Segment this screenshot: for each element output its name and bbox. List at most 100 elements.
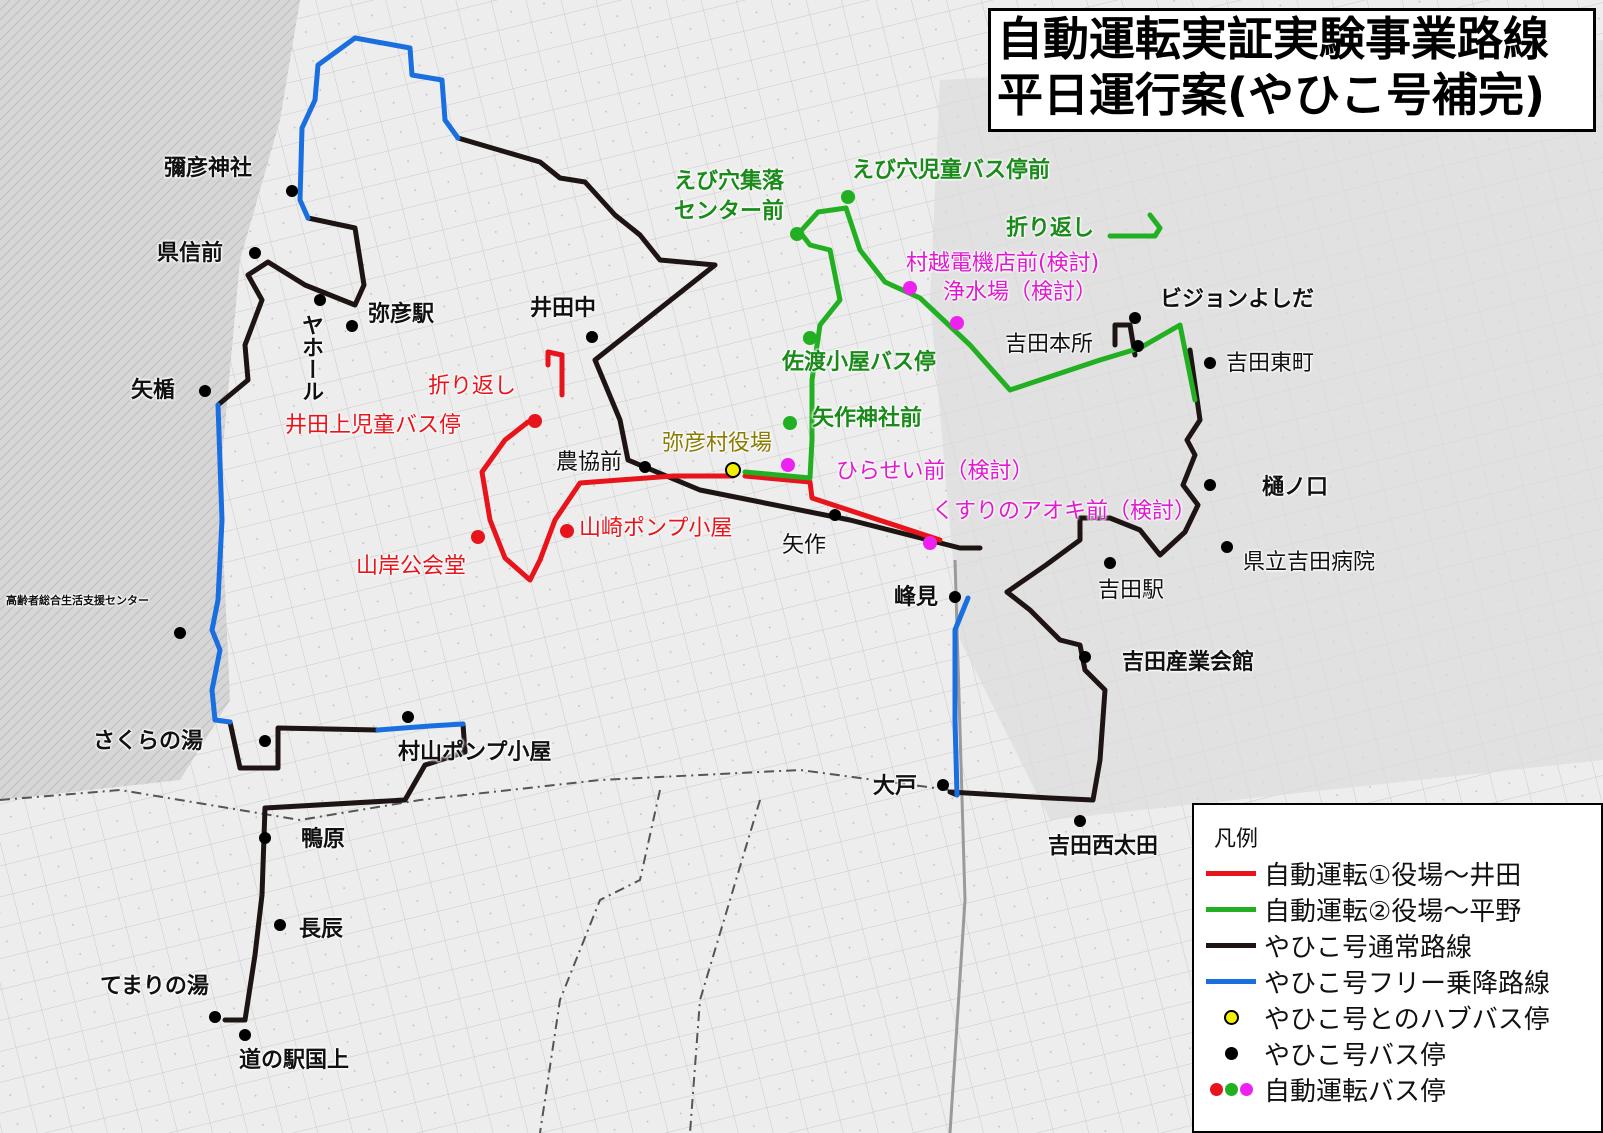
stop-kusuri-aoki: [923, 536, 937, 550]
legend-item-free: やひこ号フリー乗降路線: [1204, 963, 1550, 999]
label-nagatatsu: 長辰: [299, 917, 344, 942]
legend-label: 自動運転②役場～平野: [1264, 896, 1522, 927]
label-sado-koya: 佐渡小屋バス停: [782, 350, 937, 375]
legend-swatch-hub-dot: [1223, 1009, 1239, 1025]
legend: 凡例 自動運転①役場～井田 自動運転②役場～平野 やひこ号通常路線 やひこ号フリ…: [1192, 803, 1603, 1133]
auto-candidate-stops: [781, 281, 964, 550]
label-hirasei: ひらせい前（検討）: [836, 459, 1034, 484]
label-murayama-pump: 村山ポンプ小屋: [398, 740, 552, 765]
label-vision-yoshida: ビジョンよしだ: [1160, 287, 1315, 312]
stop-murayama: [402, 711, 414, 723]
legend-item-auto-2: 自動運転②役場～平野: [1204, 891, 1521, 927]
label-sakura-no-yu: さくらの湯: [93, 729, 204, 754]
legend-swatch-black-dot: [1224, 1046, 1238, 1060]
label-orikaeshi-red: 折り返し: [428, 374, 517, 399]
stop-yasaku: [829, 509, 841, 521]
stop-yamagishi: [471, 530, 485, 544]
legend-title: 凡例: [1214, 827, 1259, 852]
stop-ida-naka: [586, 331, 598, 343]
label-josuijo: 浄水場（検討）: [943, 280, 1098, 305]
label-kenshin-mae: 県信前: [157, 241, 224, 266]
legend-swatch-green-line: [1206, 906, 1256, 912]
boundary-line-2: [539, 789, 661, 1133]
label-murakoshi: 村越電機店前(検討): [906, 251, 1100, 276]
label-yasaku-shrine: 矢作神社前: [812, 406, 923, 431]
stop-ebiana-school: [841, 190, 855, 204]
route-auto-2: [742, 205, 1198, 481]
stop-idakami: [528, 414, 542, 428]
stop-murakoshi: [903, 281, 917, 295]
auto-2-stops: [783, 190, 855, 430]
label-michinoeki: 道の駅国上: [239, 1048, 350, 1073]
stop-nagatatsu: [274, 919, 286, 931]
stop-temari: [209, 1011, 221, 1023]
stop-yoshida-nishiota: [1074, 815, 1086, 827]
label-yahoru: ヤホール: [298, 314, 323, 402]
label-hinokuchi: 樋ノ口: [1262, 475, 1329, 500]
legend-label: やひこ号フリー乗降路線: [1264, 968, 1551, 999]
label-yoshida-honjo: 吉田本所: [1005, 332, 1094, 357]
stop-yoshida-higashi: [1204, 357, 1216, 369]
yahiko-stops: [174, 185, 1233, 1041]
label-ebiana-school: えび穴児童バス停前: [852, 158, 1051, 183]
legend-item-auto-stop: 自動運転バス停: [1204, 1071, 1446, 1107]
legend-label: やひこ号通常路線: [1264, 932, 1473, 963]
legend-label: やひこ号バス停: [1264, 1040, 1447, 1071]
mountain-hatch: [0, 0, 300, 800]
stop-minemi: [949, 591, 961, 603]
stop-yahoru: [314, 294, 326, 306]
label-minemi: 峰見: [894, 585, 939, 610]
stop-ebiana-center: [790, 227, 804, 241]
label-yahiko-office: 弥彦村役場: [662, 431, 773, 456]
legend-item-auto-1: 自動運転①役場～井田: [1204, 855, 1521, 891]
legend-label: 自動運転バス停: [1264, 1076, 1447, 1107]
title-line-2: 平日運行案(やひこ号補完): [997, 68, 1546, 122]
label-kusuri-aoki: くすりのアオキ前（検討）: [932, 499, 1197, 524]
label-yoshida-sangyo: 吉田産業会館: [1122, 650, 1255, 675]
stop-kamohara: [259, 832, 271, 844]
label-yamazaki-pump: 山崎ポンプ小屋: [579, 516, 733, 541]
stop-nokyo: [639, 461, 651, 473]
label-yasaku: 矢作: [782, 533, 827, 558]
stop-michinoeki: [239, 1029, 251, 1041]
label-yahiko-station: 弥彦駅: [368, 302, 435, 327]
label-kenritsu-hospital: 県立吉田病院: [1243, 550, 1376, 575]
stop-hinokuchi: [1204, 479, 1216, 491]
stop-yahiko-station: [346, 320, 358, 332]
legend-swatch-blue-line: [1206, 978, 1256, 984]
stop-yasaku-shrine: [783, 416, 797, 430]
legend-label: 自動運転①役場～井田: [1264, 860, 1522, 891]
label-idakami-bus: 井田上児童バス停: [285, 413, 462, 438]
map-title: 自動運転実証実験事業路線 平日運行案(やひこ号補完): [988, 8, 1596, 132]
stop-oto: [937, 779, 949, 791]
label-yadate: 矢楯: [131, 378, 176, 403]
stop-josuijo: [950, 316, 964, 330]
stop-sado-koya: [803, 331, 817, 345]
label-yoshida-station: 吉田駅: [1098, 578, 1165, 603]
label-orikaeshi-green: 折り返し: [1006, 216, 1095, 241]
label-yahiko-shrine: 彌彦神社: [164, 156, 253, 181]
stop-elderly-center: [174, 627, 186, 639]
stop-kenritsu: [1221, 541, 1233, 553]
stop-vision-yoshida: [1129, 312, 1141, 324]
stop-kenshin: [249, 247, 261, 259]
legend-swatch-green-dot: [1224, 1082, 1238, 1096]
label-kamohara: 鴨原: [301, 827, 346, 852]
route-yahiko-free: [209, 35, 971, 798]
label-nokyo-mae: 農協前: [556, 450, 623, 475]
title-line-1: 自動運転実証実験事業路線: [997, 12, 1549, 66]
stop-yoshida-honjo: [1132, 340, 1144, 352]
hub-stop-yahiko-office: [725, 462, 741, 478]
label-elderly-center: 高齢者総合生活支援センター: [6, 594, 149, 607]
stop-yadate: [199, 385, 211, 397]
stop-yoshida-sangyo: [1079, 651, 1091, 663]
river: [948, 559, 967, 1133]
town-area: [930, 40, 1603, 820]
label-yoshida-nishiota: 吉田西太田: [1048, 834, 1159, 859]
legend-swatch-red-line: [1206, 870, 1256, 876]
stop-hirasei: [781, 458, 795, 472]
legend-item-regular: やひこ号通常路線: [1204, 927, 1472, 963]
route-auto-1: [479, 349, 943, 583]
